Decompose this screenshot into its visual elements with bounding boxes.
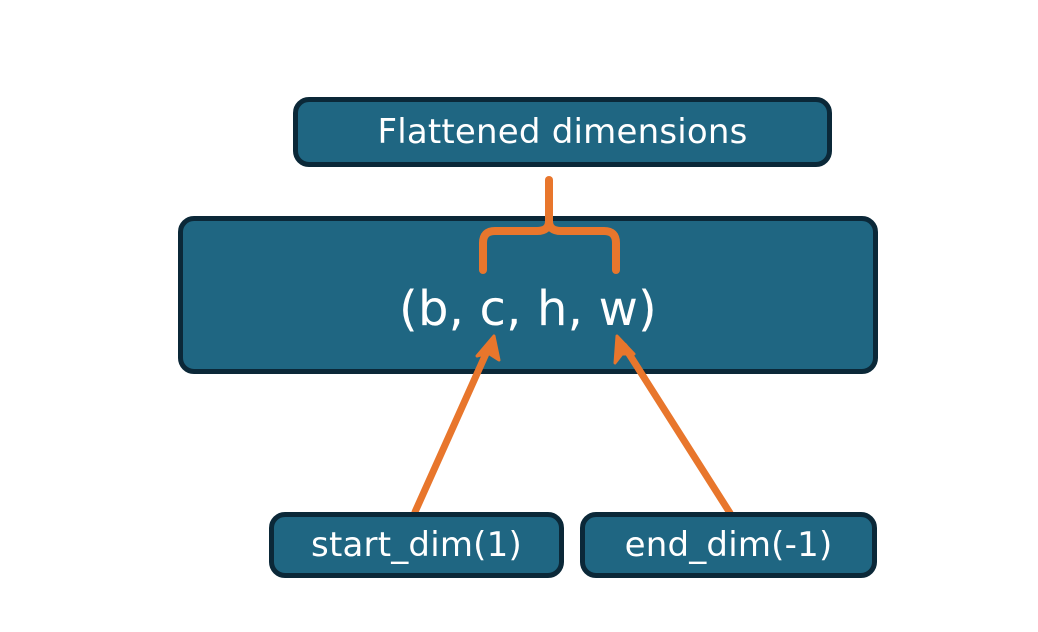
tensor-shape-node[interactable]: (b, c, h, w) — [178, 216, 878, 374]
end-dim-arrow — [613, 334, 734, 517]
start-dim-label: start_dim(1) — [311, 525, 522, 565]
flattened-dimensions-node[interactable]: Flattened dimensions — [293, 97, 832, 167]
flattened-dimensions-label: Flattened dimensions — [377, 112, 748, 152]
end-dim-node[interactable]: end_dim(-1) — [580, 512, 877, 578]
tensor-shape-label: (b, c, h, w) — [399, 281, 657, 337]
end-dim-label: end_dim(-1) — [624, 525, 833, 565]
start-dim-arrow — [411, 334, 501, 516]
curly-brace-connector — [479, 176, 620, 274]
start-dim-node[interactable]: start_dim(1) — [269, 512, 564, 578]
